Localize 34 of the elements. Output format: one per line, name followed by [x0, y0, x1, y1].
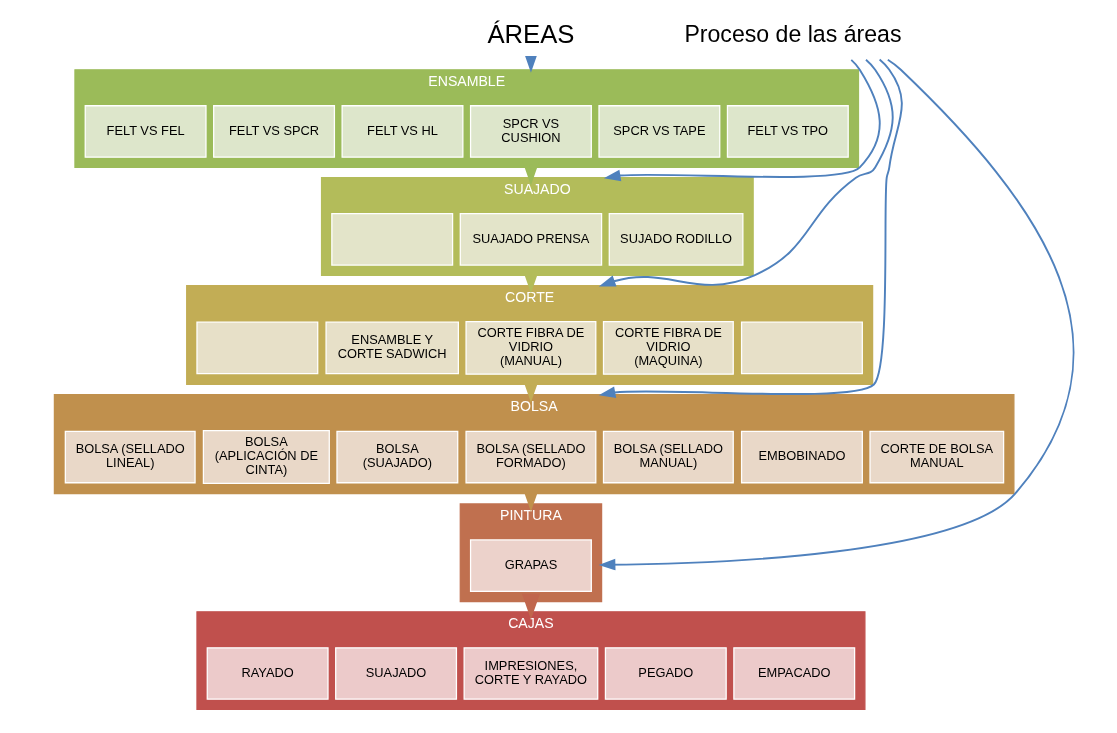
node-box: EMBOBINADO: [740, 430, 863, 484]
node-box: FELT VS HL: [341, 105, 463, 158]
node-box: [195, 321, 318, 375]
arrow: [598, 58, 1075, 571]
node-box: SUAJADO PRENSA: [459, 213, 602, 266]
node-box: SPCR VS TAPE: [597, 105, 720, 158]
node-text: Proceso de las áreas: [683, 21, 902, 48]
node-box: GRAPAS: [469, 539, 592, 592]
arrow: [603, 58, 881, 182]
node-box: CORTE FIBRA DE VIDRIO (MANUAL): [464, 320, 596, 375]
node-box: EMPACADO: [732, 647, 855, 700]
arrow: [598, 58, 894, 287]
node-box: BOLSA (SELLADO MANUAL): [602, 430, 734, 484]
node-box: IMPRESIONES, CORTE Y RAYADO: [463, 647, 598, 700]
node-box: CORTE DE BOLSA MANUAL: [868, 430, 1004, 484]
node-box: [740, 321, 863, 375]
node-box: BOLSA (APLICACIÓN DE CINTA): [202, 430, 330, 484]
node-box: BOLSA (SELLADO LINEAL): [64, 430, 196, 484]
node-box: FELT VS TPO: [726, 105, 849, 158]
arrow: [521, 593, 540, 620]
node-box: PEGADO: [604, 647, 727, 700]
node-box: FELT VS SPCR: [212, 105, 335, 158]
node-box: FELT VS FEL: [84, 105, 207, 158]
node-box: SUJADO RODILLO: [608, 213, 743, 266]
node-text: ÁREAS: [486, 19, 574, 48]
node-box: SUAJADO: [334, 647, 457, 700]
arrow: [598, 58, 903, 399]
node-box: BOLSA (SUAJADO): [335, 430, 458, 484]
node-box: [330, 213, 453, 266]
node-box: RAYADO: [206, 647, 329, 700]
node-box: ENSAMBLE Y CORTE SADWICH: [324, 321, 459, 375]
node-box: CORTE FIBRA DE VIDRIO (MAQUINA): [602, 320, 734, 375]
node-box: BOLSA (SELLADO FORMADO): [464, 430, 596, 484]
node-box: SPCR VS CUSHION: [469, 105, 592, 158]
